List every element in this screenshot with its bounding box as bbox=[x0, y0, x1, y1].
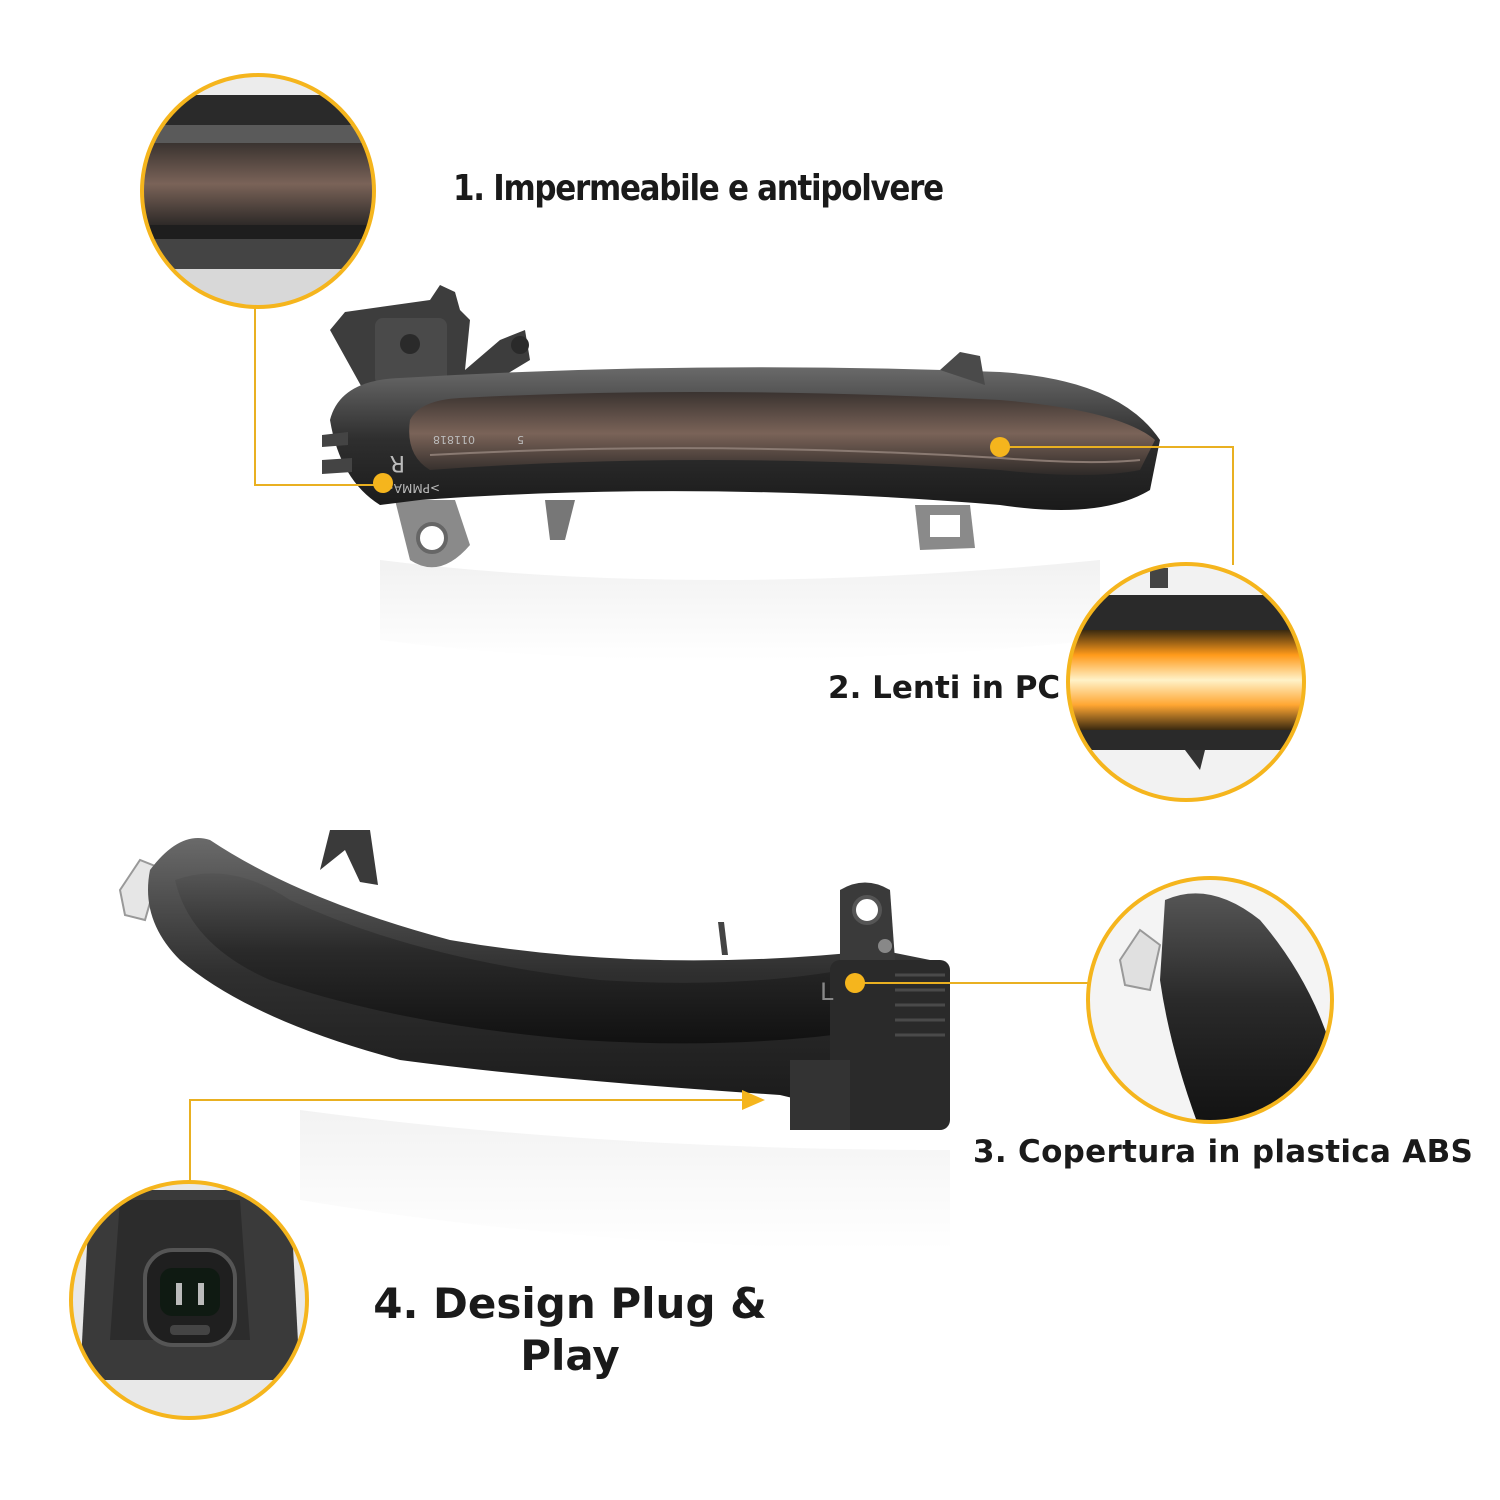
detail-circle-waterproof bbox=[140, 73, 376, 309]
feature-label-abs-cover: 3. Copertura in plastica ABS bbox=[973, 1134, 1474, 1170]
right-unit-num-mark: 5 bbox=[517, 433, 524, 446]
right-unit-cert-mark: 011818 bbox=[433, 433, 475, 446]
feature-label-waterproof: 1. Impermeabile e antipolvere bbox=[453, 168, 944, 209]
bottom-indicator-unit: L bbox=[118, 830, 950, 1250]
leader-dots bbox=[373, 437, 1010, 1110]
feature-label-plug-play: 4. Design Plug & Play bbox=[373, 1279, 767, 1380]
feature-label-pc-lens: 2. Lenti in PC bbox=[828, 670, 1061, 706]
left-unit-side-mark: L bbox=[820, 978, 834, 1006]
detail-circle-abs-cover bbox=[1086, 876, 1334, 1124]
right-unit-side-mark: R bbox=[390, 450, 405, 475]
detail-circle-plug bbox=[69, 1180, 309, 1420]
leader-lines bbox=[189, 305, 1234, 1185]
right-unit-code-mark: >PMMA< bbox=[384, 481, 440, 495]
top-indicator-unit: R >PMMA< 011818 5 bbox=[322, 285, 1160, 660]
detail-circle-pc-lens bbox=[1066, 562, 1306, 802]
